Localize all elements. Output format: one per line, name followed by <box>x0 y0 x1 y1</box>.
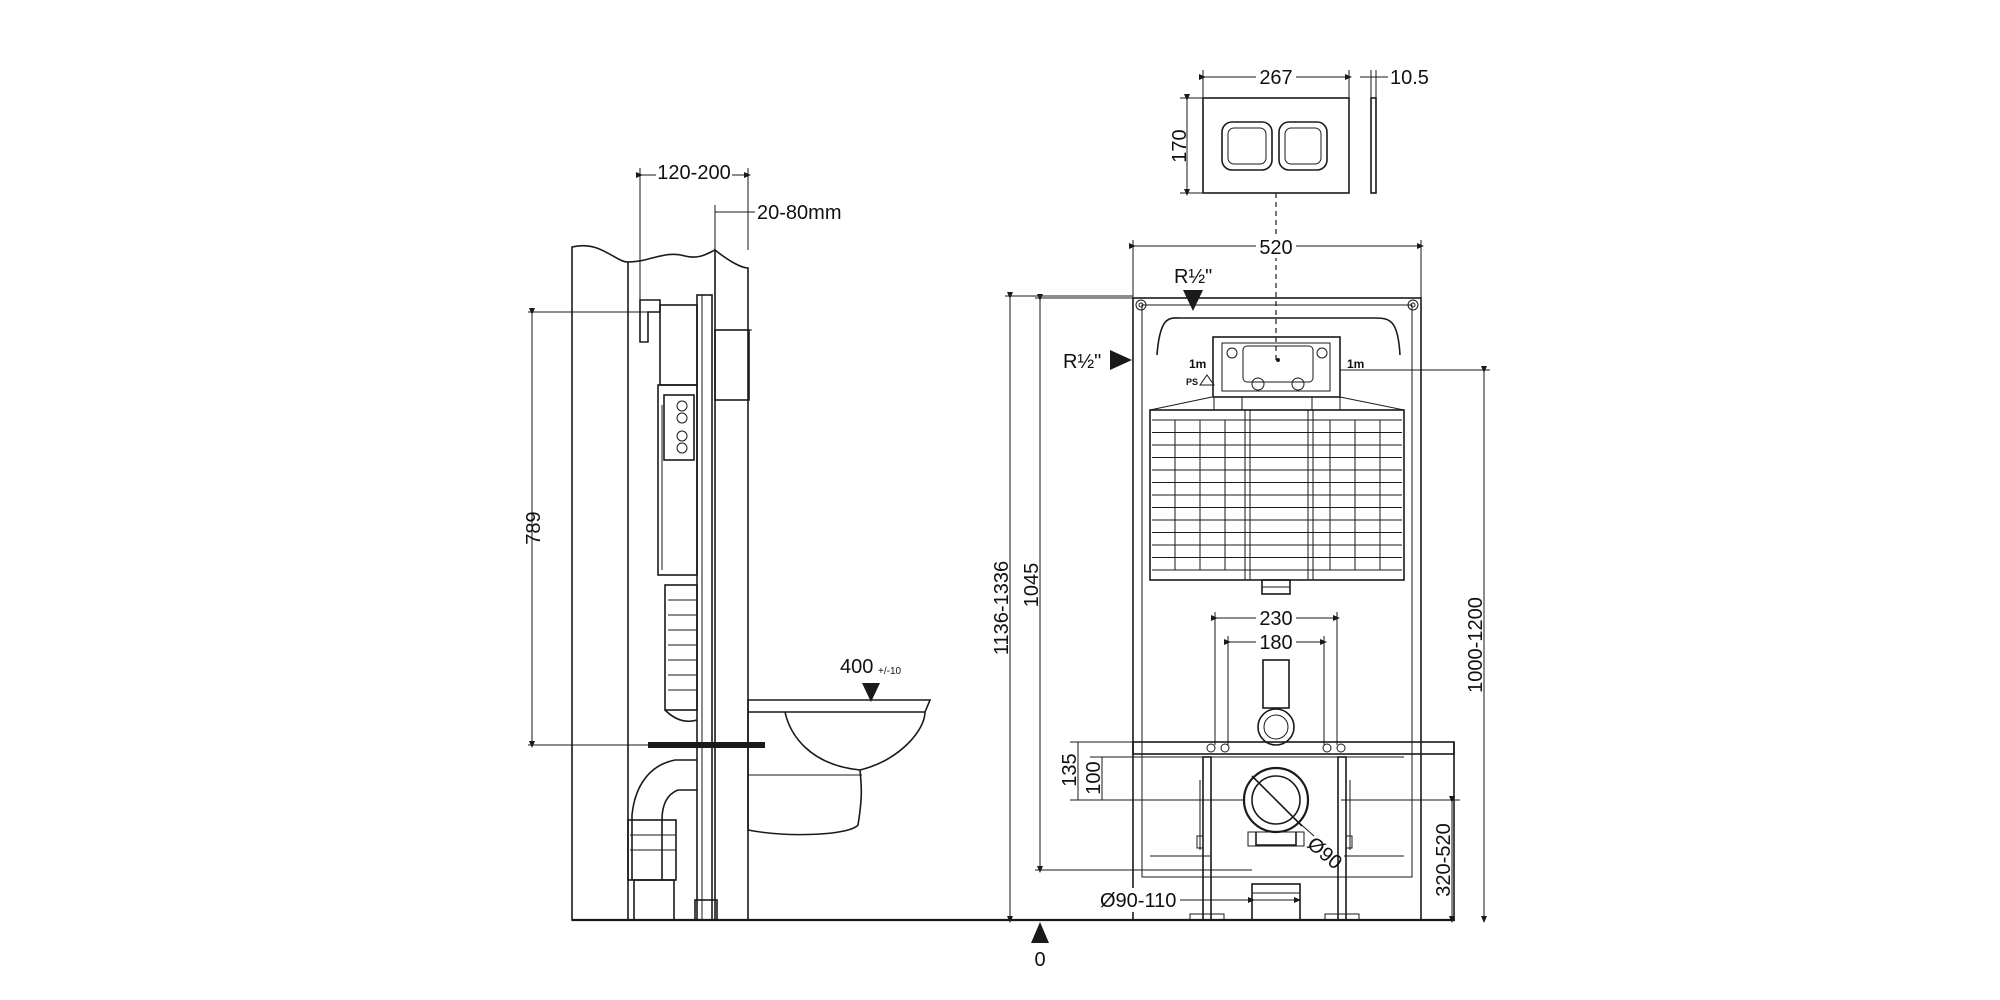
tank-label-1m-right: 1m <box>1347 357 1364 371</box>
dim-offset-135: 135 <box>1059 741 1245 801</box>
dim-label-o90: Ø90 <box>1303 833 1346 874</box>
dim-label-tolerance: +/-10 <box>878 666 902 677</box>
frame-legs <box>1150 756 1404 921</box>
dim-label-120-200: 120-200 <box>657 162 730 184</box>
tank-label-1m-left: 1m <box>1189 357 1206 371</box>
waste-bend <box>627 759 697 921</box>
dim-label-230: 230 <box>1259 608 1292 630</box>
dim-label-1000-1200: 1000-1200 <box>1465 597 1487 693</box>
dim-bolt-inner: 180 <box>1224 631 1327 745</box>
dim-label-320-520: 320-520 <box>1433 823 1455 896</box>
dim-label-o90-110: Ø90-110 <box>1100 890 1176 912</box>
floor-zero-marker: 0 <box>1031 922 1049 971</box>
cistern-side <box>639 299 752 723</box>
inlet-label-top: R½" <box>1174 266 1212 288</box>
cistern-front: 1m 1m PS <box>1149 336 1405 581</box>
tank-label-ps: PS <box>1186 377 1198 387</box>
flush-connector <box>1257 659 1295 746</box>
dim-plate-width: 267 <box>1199 64 1352 98</box>
dim-label-1136-1336: 1136-1336 <box>991 561 1013 655</box>
dim-gap: 20-80mm <box>714 202 841 250</box>
dim-plate-depth: 10.5 <box>1360 67 1429 98</box>
rear-wall <box>571 244 629 921</box>
dim-label-0: 0 <box>1034 949 1045 971</box>
mounting-rail <box>648 742 765 748</box>
dim-label-1045: 1045 <box>1021 563 1043 608</box>
side-view: 120-200 20-80mm 789 400 +/-10 <box>523 160 1455 922</box>
front-view: 267 10.5 170 520 <box>991 64 1490 971</box>
dim-waste-diameter: Ø90-110 <box>1096 888 1301 912</box>
dim-label-100: 100 <box>1083 761 1105 794</box>
dim-label-400: 400 <box>840 656 873 678</box>
front-wall <box>714 248 749 921</box>
inlet-top-marker: R½" <box>1174 266 1212 311</box>
dim-total-height: 1136-1336 <box>991 292 1133 923</box>
inlet-side-marker: R½" <box>1063 350 1132 373</box>
dim-frame-height: 1045 <box>1021 294 1252 873</box>
seat-height-marker: 400 +/-10 <box>840 656 902 702</box>
inlet-label-side: R½" <box>1063 351 1101 373</box>
dim-wall-depth: 120-200 <box>636 160 751 300</box>
dim-offset-100: 100 <box>1083 756 1150 800</box>
dim-label-267: 267 <box>1259 67 1292 89</box>
dim-label-789: 789 <box>523 511 545 544</box>
dim-bolt-outer: 230 <box>1211 607 1340 745</box>
cistern-grille <box>1152 419 1402 571</box>
waste-pipe <box>1242 766 1310 921</box>
wall-break-line <box>627 249 716 263</box>
dim-button-height: 1000-1200 <box>1340 366 1490 923</box>
dim-label-180: 180 <box>1259 632 1292 654</box>
dim-waste-height: 320-520 <box>1341 796 1460 923</box>
dim-height-789: 789 <box>523 308 660 748</box>
dim-label-135: 135 <box>1059 753 1081 786</box>
dim-label-520: 520 <box>1259 237 1292 259</box>
dim-label-170: 170 <box>1169 129 1191 162</box>
frame-post <box>696 294 713 921</box>
dim-label-20-80mm: 20-80mm <box>757 202 841 224</box>
flush-plate <box>1202 97 1377 194</box>
dim-label-10-5: 10.5 <box>1390 67 1429 89</box>
dim-plate-height: 170 <box>1169 94 1203 196</box>
wc-pan-side <box>747 699 932 836</box>
dim-frame-width: 520 <box>1129 236 1424 298</box>
